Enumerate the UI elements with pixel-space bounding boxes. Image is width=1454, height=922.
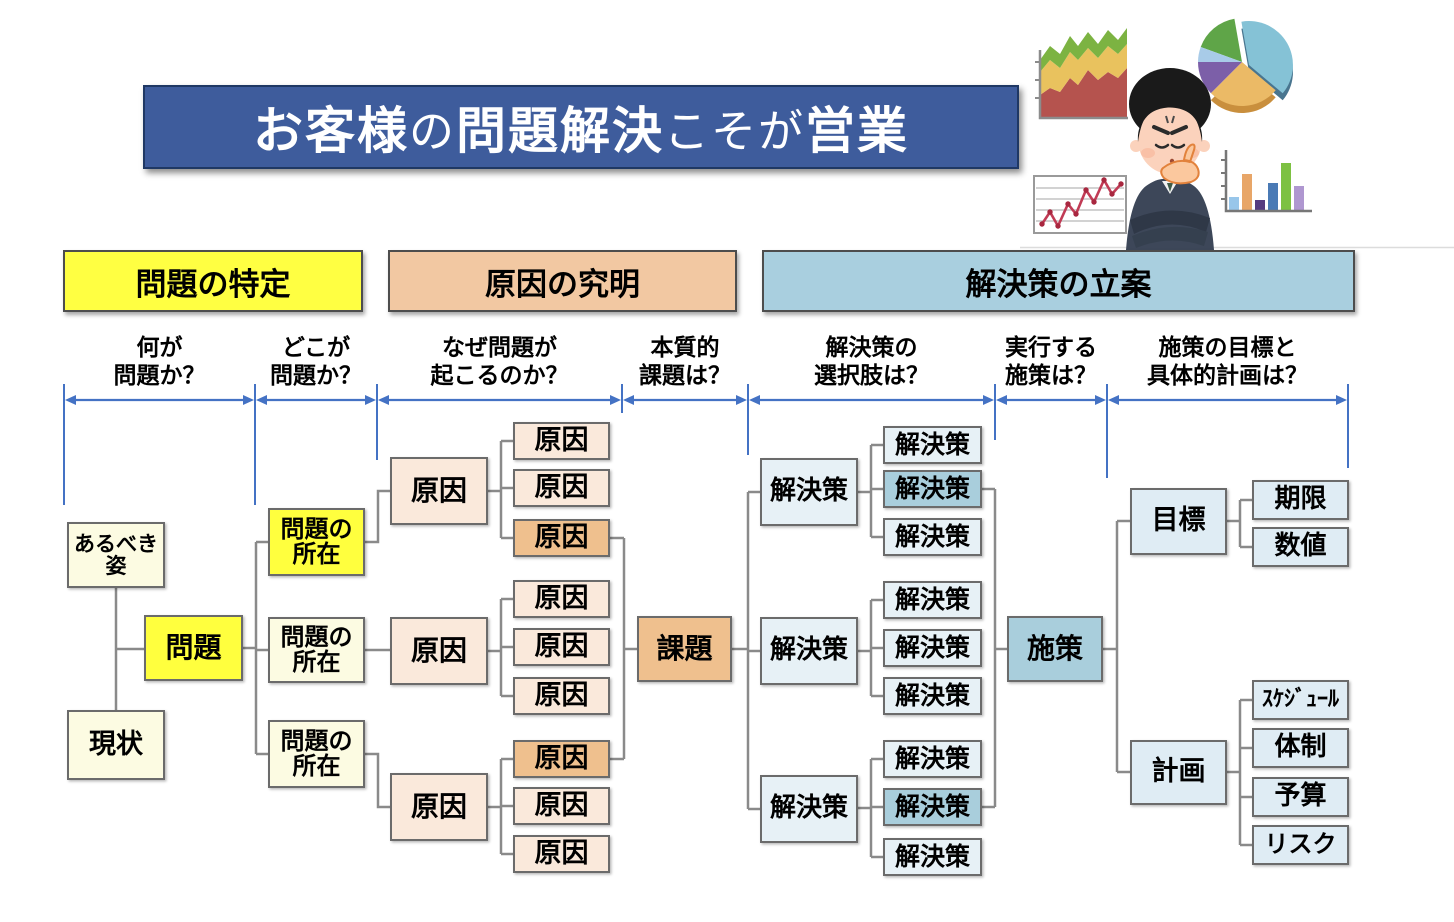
node-genjo: 現状 bbox=[67, 710, 165, 780]
node-kaiketsusaku-3c: 解決策 bbox=[883, 838, 982, 876]
arrowhead-right-icon bbox=[1336, 395, 1347, 405]
arrowhead-right-icon bbox=[243, 395, 254, 405]
node-mondai-shozai-1: 問題の 所在 bbox=[268, 508, 365, 576]
node-risuku: リスク bbox=[1252, 825, 1349, 865]
title-text-part: の bbox=[408, 104, 456, 158]
node-arubeki-sugata: あるべき 姿 bbox=[67, 522, 165, 588]
question-label-2: どこが 問題か？ bbox=[270, 335, 362, 389]
arrowhead-left-icon bbox=[623, 395, 634, 405]
charts-illustration bbox=[1020, 18, 1454, 250]
arrowhead-right-icon bbox=[736, 395, 747, 405]
node-suchi: 数値 bbox=[1252, 527, 1349, 567]
node-kaiketsusaku-2b: 解決策 bbox=[883, 629, 982, 667]
node-mondai: 問題 bbox=[144, 615, 243, 681]
node-genin-3b: 原因 bbox=[513, 787, 610, 825]
phase-header-3: 解決策の立案 bbox=[762, 250, 1355, 312]
node-shisaku: 施策 bbox=[1007, 616, 1103, 682]
node-genin-2c: 原因 bbox=[513, 677, 610, 715]
arrowhead-right-icon bbox=[610, 395, 621, 405]
node-genin-3: 原因 bbox=[390, 773, 488, 841]
title-text-part: お客様 bbox=[252, 102, 409, 160]
title-text-part: こそが bbox=[664, 104, 806, 158]
line-chart-icon bbox=[1033, 175, 1127, 234]
arrowhead-left-icon bbox=[256, 395, 267, 405]
title-text-part: 問題解決 bbox=[456, 102, 664, 160]
question-label-3: なぜ問題が 起こるのか？ bbox=[430, 335, 569, 389]
node-genin-3a: 原因 bbox=[513, 740, 610, 778]
arrowhead-left-icon bbox=[378, 395, 389, 405]
node-keikaku: 計画 bbox=[1130, 740, 1227, 805]
question-label-4: 本質的 課題は？ bbox=[639, 335, 731, 389]
arrowhead-left-icon bbox=[749, 395, 760, 405]
node-kaiketsusaku-3b: 解決策 bbox=[883, 788, 982, 826]
node-genin-2: 原因 bbox=[390, 617, 488, 685]
arrowhead-right-icon bbox=[983, 395, 994, 405]
node-genin-1c: 原因 bbox=[513, 519, 610, 557]
question-label-5: 解決策の 選択肢は？ bbox=[814, 335, 929, 389]
node-genin-2a: 原因 bbox=[513, 580, 610, 618]
arrowhead-right-icon bbox=[1095, 395, 1106, 405]
title-text-part: 営業 bbox=[805, 102, 910, 160]
node-mondai-shozai-3: 問題の 所在 bbox=[268, 720, 365, 788]
node-kaiketsusaku-1b: 解決策 bbox=[883, 470, 982, 508]
title-banner: お客様の問題解決こそが営業 bbox=[143, 85, 1019, 169]
node-kaiketsusaku-1c: 解決策 bbox=[883, 518, 982, 556]
arrowhead-left-icon bbox=[1108, 395, 1119, 405]
node-kaiketsusaku-2: 解決策 bbox=[760, 617, 858, 685]
thinking-businessman-illustration bbox=[1126, 68, 1214, 250]
arrowhead-left-icon bbox=[996, 395, 1007, 405]
arrowhead-right-icon bbox=[365, 395, 376, 405]
node-kaiketsusaku-3: 解決策 bbox=[760, 775, 858, 843]
node-kaiketsusaku-1a: 解決策 bbox=[883, 426, 982, 464]
area-chart-icon bbox=[1035, 28, 1128, 120]
tree-connector bbox=[365, 489, 390, 544]
question-label-1: 何が 問題か？ bbox=[113, 335, 206, 389]
bar-chart-icon bbox=[1221, 150, 1312, 213]
node-mokuhyo: 目標 bbox=[1130, 488, 1227, 555]
node-genin-1: 原因 bbox=[390, 457, 488, 525]
question-label-6: 実行する 施策は？ bbox=[1005, 335, 1097, 389]
node-genin-1a: 原因 bbox=[513, 422, 610, 460]
node-sukejuru: ｽｹｼﾞｭｰﾙ bbox=[1252, 680, 1349, 720]
node-kigen: 期限 bbox=[1252, 480, 1349, 520]
phase-header-1: 問題の特定 bbox=[63, 250, 363, 312]
node-kaiketsusaku-2a: 解決策 bbox=[883, 581, 982, 619]
node-kaiketsusaku-1: 解決策 bbox=[760, 458, 858, 526]
node-taisei: 体制 bbox=[1252, 728, 1349, 768]
phase-header-2: 原因の究明 bbox=[388, 250, 737, 312]
node-mondai-shozai-2: 問題の 所在 bbox=[268, 617, 365, 683]
node-genin-2b: 原因 bbox=[513, 628, 610, 666]
arrowhead-left-icon bbox=[65, 395, 76, 405]
pie-chart-icon bbox=[1198, 18, 1293, 113]
node-yosan: 予算 bbox=[1252, 777, 1349, 817]
node-genin-1b: 原因 bbox=[513, 469, 610, 507]
node-kaiketsusaku-2c: 解決策 bbox=[883, 677, 982, 715]
node-kaiketsusaku-3a: 解決策 bbox=[883, 740, 982, 778]
node-kadai: 課題 bbox=[637, 616, 732, 682]
tree-connector bbox=[365, 752, 390, 809]
node-genin-3c: 原因 bbox=[513, 835, 610, 873]
question-label-7: 施策の目標と 具体的計画は？ bbox=[1147, 335, 1308, 389]
